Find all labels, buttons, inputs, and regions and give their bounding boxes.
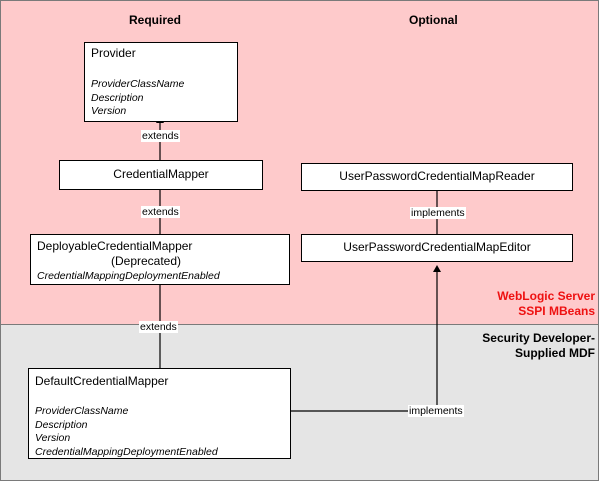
provider-attr-providerclassname: ProviderClassName [91, 78, 185, 90]
optional-column-heading: Optional [409, 13, 458, 27]
provider-attr-description: Description [91, 91, 144, 104]
required-column-heading: Required [129, 13, 182, 27]
userpasswordcredentialmapeditor-title: UserPasswordCredentialMapEditor [343, 240, 531, 254]
provider-attr-version: Version [91, 105, 127, 117]
provider-mbean-box: Provider ProviderClassName Description V… [84, 42, 238, 122]
implements-label-default-editor: implements [408, 405, 464, 417]
supplied-mdf-text: Supplied MDF [515, 346, 595, 360]
weblogic-sspi-mbeans-label: WebLogic Server SSPI MBeans [497, 289, 595, 319]
extends-label-default-deployable: extends [139, 321, 178, 333]
deployablecredentialmapper-attributes: CredentialMappingDeploymentEnabled [37, 270, 220, 284]
defaultcredentialmapper-mbean-box: DefaultCredentialMapper ProviderClassNam… [28, 368, 291, 459]
deployable-attr-credentialmappingdeploymentenabled: CredentialMappingDeploymentEnabled [37, 270, 220, 282]
userpasswordcredentialmapreader-mbean-box: UserPasswordCredentialMapReader [301, 163, 573, 191]
extends-label-deployable-credentialmapper: extends [141, 206, 180, 218]
credentialmapper-title: CredentialMapper [113, 167, 209, 181]
security-developer-text: Security Developer- [482, 331, 595, 345]
default-attr-version: Version [35, 432, 71, 444]
defaultcredentialmapper-title: DefaultCredentialMapper [35, 374, 169, 388]
weblogic-server-text: WebLogic Server [497, 289, 595, 303]
sspi-mbeans-text: SSPI MBeans [518, 304, 595, 318]
developer-supplied-mdf-label: Security Developer- Supplied MDF [482, 331, 595, 361]
defaultcredentialmapper-attributes: ProviderClassName Description Version Cr… [35, 405, 218, 459]
deployablecredentialmapper-deprecated-note: (Deprecated) [110, 254, 182, 268]
default-attr-description: Description [35, 418, 88, 431]
deployablecredentialmapper-mbean-box: DeployableCredentialMapper (Deprecated) … [30, 234, 290, 285]
implements-label-editor-reader: implements [410, 207, 466, 219]
provider-title: Provider [91, 46, 136, 60]
implements-line-default-editor [291, 265, 441, 412]
credentialmapper-mbean-box: CredentialMapper [59, 160, 263, 190]
default-attr-credentialmappingdeploymentenabled: CredentialMappingDeploymentEnabled [35, 445, 218, 458]
default-attr-providerclassname: ProviderClassName [35, 405, 129, 417]
userpasswordcredentialmapeditor-mbean-box: UserPasswordCredentialMapEditor [301, 234, 573, 262]
deployablecredentialmapper-title: DeployableCredentialMapper [37, 239, 193, 253]
extends-label-credentialmapper-provider: extends [141, 130, 180, 142]
userpasswordcredentialmapreader-title: UserPasswordCredentialMapReader [339, 169, 535, 183]
provider-attributes: ProviderClassName Description Version [91, 78, 184, 119]
